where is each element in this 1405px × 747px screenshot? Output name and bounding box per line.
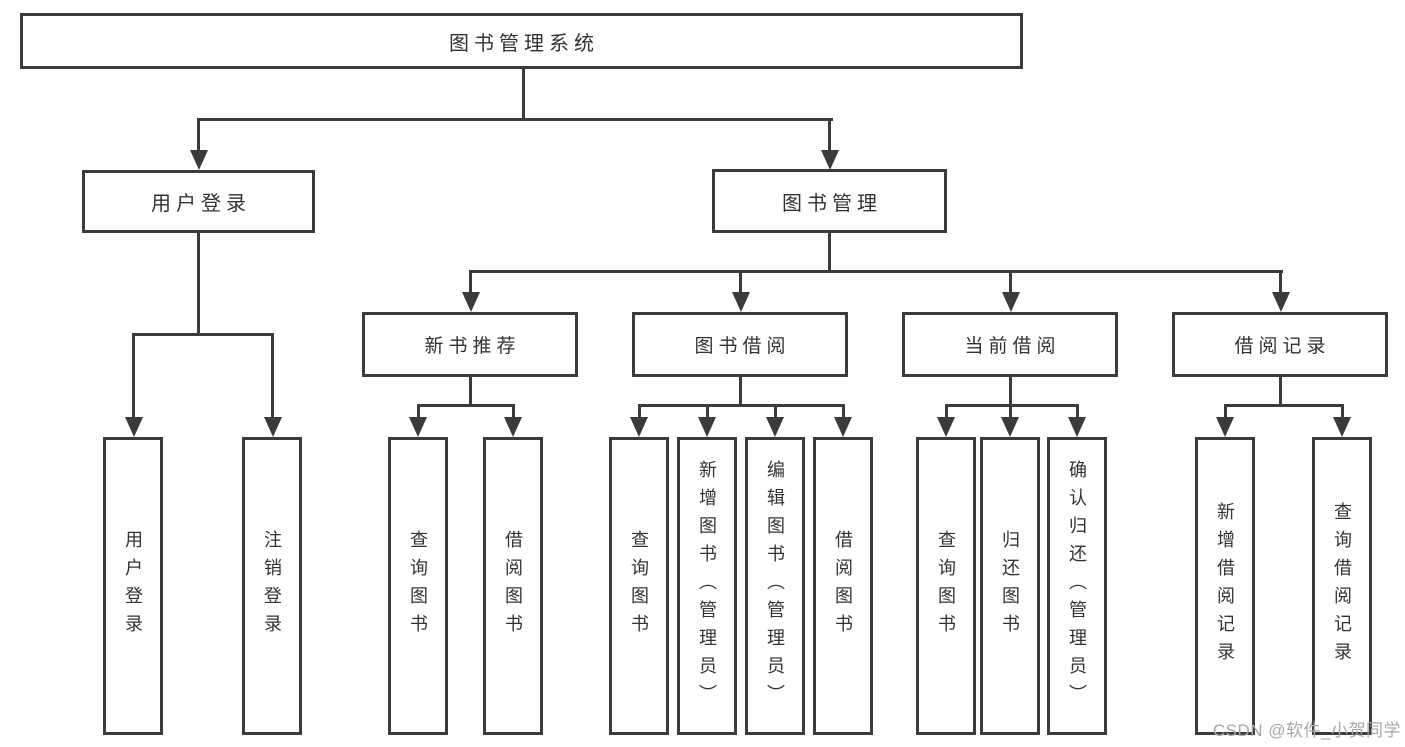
- node-leaf-query-book-3: 查询图书: [916, 437, 976, 735]
- arrow-down-icon: [937, 417, 955, 437]
- connector-user-login-vline: [197, 233, 200, 335]
- connector-group-vline: [1009, 377, 1012, 406]
- connector-group-hline: [945, 404, 1079, 407]
- arrow-down-icon: [1002, 292, 1020, 312]
- node-label: 借阅记录: [1234, 336, 1331, 357]
- connector-group-hline: [1224, 404, 1344, 407]
- node-label: 用户登录: [151, 193, 251, 215]
- arrow-down-icon: [732, 292, 750, 312]
- node-leaf-query-book-2: 查询图书: [609, 437, 669, 735]
- connector-stub: [774, 404, 777, 420]
- node-book-borrowing: 图书借阅: [632, 312, 848, 377]
- arrow-down-icon: [1216, 417, 1234, 437]
- connector-stub: [828, 118, 831, 152]
- node-book-management: 图书管理: [712, 169, 947, 233]
- node-leaf-add-book-admin: 新增图书（管理员）: [677, 437, 737, 735]
- arrow-down-icon: [630, 417, 648, 437]
- node-leaf-query-borrow-record: 查询借阅记录: [1312, 437, 1372, 735]
- connector-stub: [417, 404, 420, 420]
- node-new-book-recommend: 新书推荐: [362, 312, 578, 377]
- node-leaf-add-borrow-record: 新增借阅记录: [1195, 437, 1255, 735]
- node-label: 确认归还（管理员）: [1067, 460, 1087, 712]
- connector-stub: [197, 118, 200, 152]
- arrow-down-icon: [698, 417, 716, 437]
- node-label: 查询图书: [936, 530, 956, 642]
- connector-group-hline: [638, 404, 845, 407]
- node-label: 归还图书: [1000, 530, 1020, 642]
- arrow-down-icon: [1333, 417, 1351, 437]
- connector-stub: [638, 404, 641, 420]
- node-leaf-borrow-book-1: 借阅图书: [483, 437, 543, 735]
- connector-user-login-hline: [132, 333, 274, 336]
- connector-stub: [1224, 404, 1227, 420]
- node-label: 当前借阅: [964, 336, 1061, 357]
- node-label: 注销登录: [262, 530, 282, 642]
- node-label: 借阅图书: [833, 530, 853, 642]
- node-borrowing-records: 借阅记录: [1172, 312, 1388, 377]
- arrow-down-icon: [821, 150, 839, 170]
- connector-stub: [1009, 270, 1012, 294]
- connector-stub: [1076, 404, 1079, 420]
- arrow-down-icon: [504, 417, 522, 437]
- connector-stub: [945, 404, 948, 420]
- connector-level2-hline: [197, 118, 833, 121]
- node-label: 查询图书: [629, 530, 649, 642]
- connector-stub: [1341, 404, 1344, 420]
- arrow-down-icon: [125, 417, 143, 437]
- node-leaf-user-login: 用户登录: [103, 437, 163, 735]
- node-leaf-edit-book-admin: 编辑图书（管理员）: [745, 437, 805, 735]
- node-label: 新增图书（管理员）: [697, 460, 717, 712]
- node-label: 查询借阅记录: [1332, 502, 1352, 670]
- connector-stub: [739, 270, 742, 294]
- arrow-down-icon: [1068, 417, 1086, 437]
- connector-group-vline: [469, 377, 472, 406]
- connector-stub: [512, 404, 515, 420]
- node-user-login: 用户登录: [82, 170, 315, 233]
- arrow-down-icon: [462, 292, 480, 312]
- node-label: 查询图书: [408, 530, 428, 642]
- node-leaf-confirm-return-admin: 确认归还（管理员）: [1047, 437, 1107, 735]
- arrow-down-icon: [264, 417, 282, 437]
- arrow-down-icon: [409, 417, 427, 437]
- node-label: 图书管理: [782, 192, 882, 215]
- node-label: 编辑图书（管理员）: [765, 460, 785, 712]
- node-leaf-query-book-1: 查询图书: [388, 437, 448, 735]
- connector-stub: [271, 333, 274, 418]
- connector-level3-hline: [469, 270, 1283, 273]
- connector-group-vline: [739, 377, 742, 406]
- node-label: 图书借阅: [694, 336, 791, 357]
- node-leaf-borrow-book-2: 借阅图书: [813, 437, 873, 735]
- arrow-down-icon: [1001, 417, 1019, 437]
- connector-book-mgmt-vline: [828, 233, 831, 273]
- arrow-down-icon: [766, 417, 784, 437]
- connector-group-vline: [1279, 377, 1282, 406]
- node-current-borrowing: 当前借阅: [902, 312, 1118, 377]
- node-leaf-return-book: 归还图书: [980, 437, 1040, 735]
- arrow-down-icon: [834, 417, 852, 437]
- csdn-watermark: CSDN @软件_小贺同学: [1212, 721, 1401, 740]
- arrow-down-icon: [1272, 292, 1290, 312]
- connector-root-vline: [522, 68, 525, 121]
- node-leaf-logout: 注销登录: [242, 437, 302, 735]
- connector-stub: [842, 404, 845, 420]
- node-label: 借阅图书: [503, 530, 523, 642]
- node-label: 新增借阅记录: [1215, 502, 1235, 670]
- connector-stub: [1279, 270, 1282, 294]
- arrow-down-icon: [190, 150, 208, 170]
- node-label: 用户登录: [123, 530, 143, 642]
- connector-stub: [469, 270, 472, 294]
- connector-stub: [706, 404, 709, 420]
- node-label: 图书管理系统: [449, 32, 599, 55]
- connector-stub: [132, 333, 135, 418]
- connector-stub: [1009, 404, 1012, 420]
- connector-group-hline: [417, 404, 515, 407]
- node-label: 新书推荐: [424, 336, 521, 357]
- node-library-management-system: 图书管理系统: [20, 13, 1023, 69]
